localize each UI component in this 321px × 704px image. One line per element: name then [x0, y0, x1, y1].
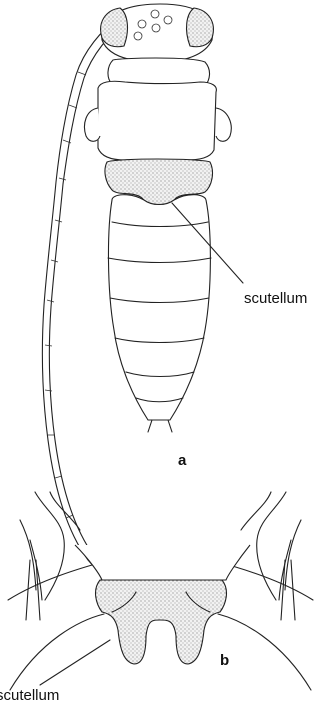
left-compound-eye [101, 8, 128, 47]
callout-label-b: scutellum [0, 687, 59, 704]
head [101, 4, 214, 62]
panel-b-illustration [8, 492, 313, 690]
callout-line-b [40, 640, 110, 685]
right-tegula [216, 108, 231, 141]
callout-label-a: scutellum [244, 290, 307, 307]
left-tegula [85, 108, 101, 141]
thorax [85, 58, 232, 160]
panel-a-illustration [42, 4, 243, 590]
panel-letter-b: b [220, 652, 229, 669]
scutellum-b [96, 580, 227, 664]
right-compound-eye [187, 8, 214, 47]
panel-letter-a: a [178, 452, 187, 469]
ovipositor [148, 420, 172, 432]
